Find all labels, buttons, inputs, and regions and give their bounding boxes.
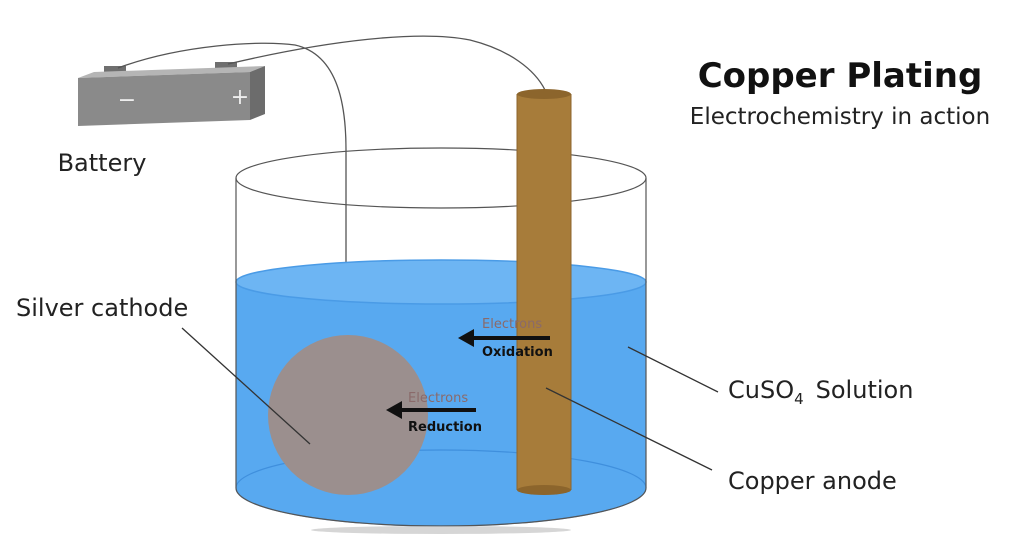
- page-subtitle: Electrochemistry in action: [690, 104, 990, 130]
- reduction-electrons-label: Electrons: [408, 391, 468, 406]
- copper-anode-label: Copper anode: [728, 467, 897, 495]
- cathode-leader-line: [181, 327, 311, 445]
- copper-anode: [516, 89, 572, 495]
- solution-word: Solution: [816, 376, 914, 404]
- battery-plus-sign: +: [231, 85, 249, 110]
- oxidation-arrow: [458, 329, 550, 347]
- oxidation-label: Oxidation: [482, 345, 553, 360]
- silver-cathode-label: Silver cathode: [16, 294, 188, 322]
- battery-icon: − +: [78, 62, 265, 126]
- silver-cathode: [268, 335, 428, 495]
- wire-to-anode: [227, 35, 546, 91]
- cuso4-solution-label: CuSO4 Solution: [728, 376, 913, 408]
- solution-subscript: 4: [794, 390, 804, 408]
- oxidation-electrons-label: Electrons: [482, 317, 542, 332]
- battery-minus-sign: −: [118, 88, 136, 113]
- battery-label: Battery: [58, 149, 147, 177]
- wire-to-cathode: [117, 42, 347, 345]
- page-title: Copper Plating: [698, 56, 983, 96]
- reduction-arrow: [386, 401, 476, 419]
- solution-formula: CuSO: [728, 376, 794, 404]
- solution-leader-line: [627, 346, 719, 393]
- reduction-label: Reduction: [408, 420, 482, 435]
- solution-surface: [235, 259, 647, 305]
- anode-leader-line: [545, 387, 713, 471]
